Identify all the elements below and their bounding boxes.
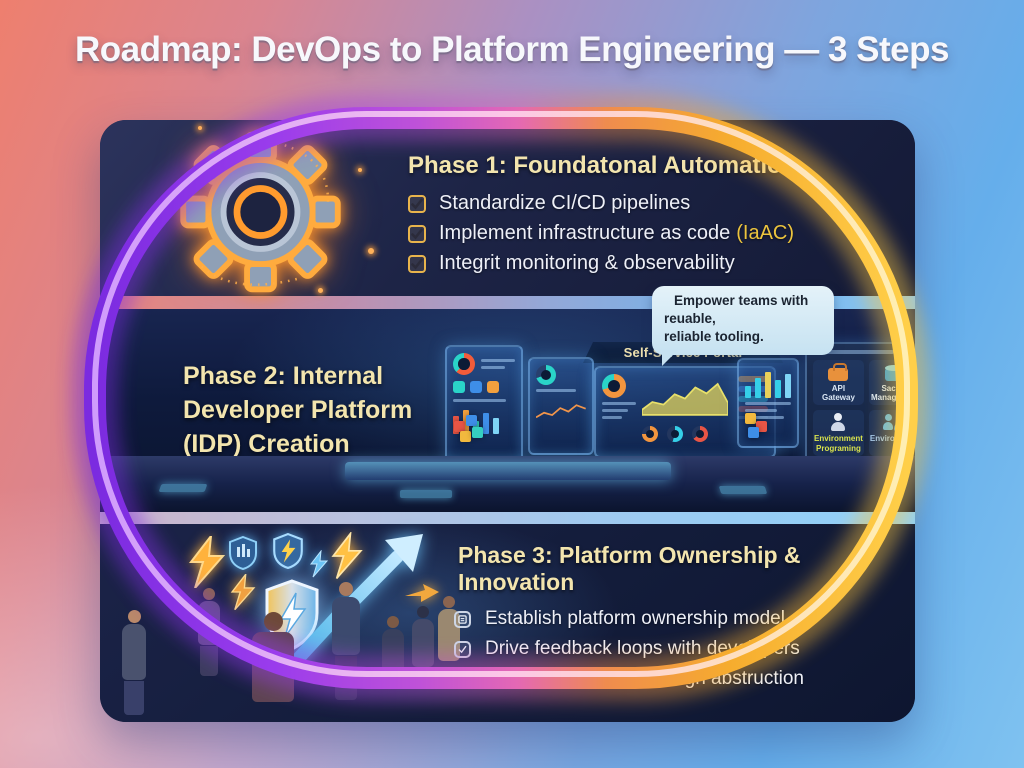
phase1-item-accent: (IaAC) bbox=[736, 222, 795, 244]
spark-icon bbox=[358, 168, 362, 172]
area-chart-icon bbox=[641, 382, 729, 416]
roadmap-card: Phase 1: Foundatonal Automation Standard… bbox=[100, 120, 915, 722]
phase1-text-block: Phase 1: Foundatonal Automation Standard… bbox=[408, 152, 796, 282]
gear-icon bbox=[150, 126, 374, 296]
person-figure bbox=[412, 606, 434, 667]
speech-bubble-text: Empower teams with reuable, bbox=[664, 293, 809, 327]
database-icon bbox=[885, 365, 904, 381]
spark-icon bbox=[368, 248, 374, 254]
gauge-icon bbox=[602, 374, 626, 398]
dashboard-monitor bbox=[737, 358, 799, 448]
arrow-icon bbox=[405, 584, 439, 602]
dashboard-monitor bbox=[528, 357, 594, 455]
spark-icon bbox=[150, 224, 155, 229]
phase3-item-label: Drive feedback loops with developers bbox=[485, 638, 800, 659]
gauge-icon bbox=[667, 426, 683, 442]
shield-icon bbox=[454, 670, 471, 688]
phase1-item: Implement infrastructure as code (IaAC) bbox=[408, 222, 796, 245]
phase1-item: Standardize CI/CD pipelines bbox=[408, 192, 796, 215]
check-icon bbox=[454, 640, 471, 658]
speech-bubble-text: reliable tooling. bbox=[664, 329, 764, 345]
person-figure bbox=[198, 588, 220, 676]
section-divider bbox=[100, 512, 915, 524]
phase2-heading-line: Developer Platform bbox=[183, 396, 413, 424]
phase1-item-label: Integrit monitoring & observability bbox=[439, 252, 735, 274]
spark-icon bbox=[318, 288, 323, 293]
phase3-section: Phase 3: Platform Ownership & Innovation… bbox=[100, 524, 915, 722]
phase2-heading-line: Phase 2: Internal bbox=[183, 362, 384, 390]
control-room-desk bbox=[100, 456, 915, 512]
phase3-item-label: Establish platform ownership model bbox=[485, 608, 785, 629]
shield-icon bbox=[229, 536, 257, 570]
donut-chart-icon bbox=[453, 353, 475, 375]
person-figure bbox=[382, 616, 404, 673]
phase1-heading: Phase 1: Foundatonal Automation bbox=[408, 152, 797, 179]
lightning-icon bbox=[188, 536, 226, 588]
gauge-icon bbox=[692, 426, 708, 442]
person-figure bbox=[252, 612, 294, 702]
phase3-heading: Phase 3: Platform Ownership & Innovation bbox=[458, 542, 801, 595]
person-figure bbox=[122, 610, 146, 715]
speech-bubble: Empower teams with reuable, reliable too… bbox=[652, 286, 834, 366]
line-chart-icon bbox=[535, 404, 586, 419]
service-tile-environment-2: Environment bbox=[868, 410, 915, 456]
toolbox-icon bbox=[828, 363, 849, 381]
phase3-checklist: Establish platform ownership model Drive… bbox=[454, 608, 915, 690]
checkbox-check-icon bbox=[408, 224, 426, 243]
cube-icon bbox=[466, 415, 477, 426]
page-title: Roadmap: DevOps to Platform Engineering … bbox=[75, 30, 949, 69]
document-icon bbox=[454, 610, 471, 628]
donut-chart-icon bbox=[536, 365, 556, 385]
team-collaboration-scene bbox=[100, 524, 460, 722]
cube-icon bbox=[460, 431, 471, 442]
phase2-text-block: Phase 2: Internal Developer Platform (ID… bbox=[183, 359, 412, 461]
keyboard-icon bbox=[158, 484, 208, 492]
person-figure bbox=[332, 582, 360, 700]
phase3-item-label: Enable innovation through abstruction bbox=[485, 668, 805, 689]
gauge-icon bbox=[642, 426, 658, 442]
spark-icon bbox=[198, 126, 202, 130]
phase1-item: Integrit monitoring & observability bbox=[408, 252, 796, 275]
phase3-item: Drive feedback loops with developers bbox=[454, 638, 915, 660]
keyboard-icon bbox=[718, 486, 768, 494]
cube-icon bbox=[748, 427, 759, 438]
checkbox-check-icon bbox=[408, 194, 426, 213]
phase3-item: Enable innovation through abstruction bbox=[454, 668, 915, 690]
lightning-icon bbox=[230, 574, 256, 610]
dashboard-monitor bbox=[445, 345, 523, 463]
cube-icon bbox=[472, 427, 483, 438]
cube-icon bbox=[745, 413, 756, 424]
phase1-checklist: Standardize CI/CD pipelines Implement in… bbox=[408, 192, 796, 275]
phase1-item-label: Implement infrastructure as code bbox=[439, 222, 731, 244]
checkbox-check-icon bbox=[408, 254, 426, 273]
phase3-text-block: Phase 3: Platform Ownership & Innovation… bbox=[454, 542, 915, 698]
phase1-section: Phase 1: Foundatonal Automation Standard… bbox=[100, 120, 915, 296]
person-icon bbox=[828, 413, 848, 432]
phase1-item-label: Standardize CI/CD pipelines bbox=[439, 192, 691, 214]
team-icon bbox=[883, 413, 905, 431]
keyboard-icon bbox=[400, 490, 452, 498]
phase3-item: Establish platform ownership model bbox=[454, 608, 915, 630]
